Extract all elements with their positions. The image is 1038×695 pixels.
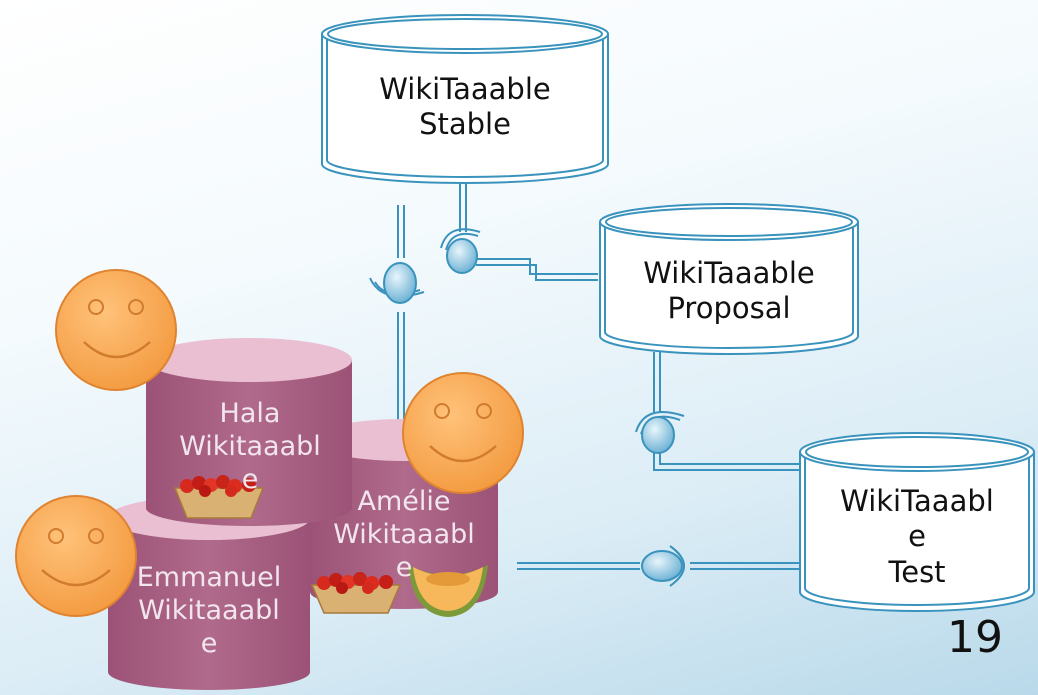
database-test <box>799 432 1035 612</box>
database-proposal <box>599 203 859 355</box>
smiley-icon <box>55 269 177 391</box>
db-label-emmanuel: Emmanuel Wikitaaabl e <box>136 562 282 659</box>
connector-socket <box>440 228 481 274</box>
connector-socket <box>641 545 685 587</box>
db-label-test: WikiTaaabl e Test <box>840 484 994 589</box>
db-label-amelie: Amélie Wikitaaabl e <box>333 486 475 583</box>
db-label-proposal: WikiTaaable Proposal <box>643 256 815 326</box>
strawberry-basket-icon <box>310 572 402 614</box>
connector-lines <box>397 175 800 570</box>
connector-socket <box>369 262 425 304</box>
db-label-stable: WikiTaaable Stable <box>379 72 551 142</box>
page-number: 19 <box>947 612 1003 663</box>
smiley-icon <box>402 372 524 494</box>
db-label-hala: Hala Wikitaaabl e <box>179 398 321 495</box>
smiley-icon <box>15 495 137 617</box>
connector-socket <box>635 411 685 454</box>
strawberry-basket-icon <box>173 475 265 519</box>
database-stable <box>321 14 609 184</box>
melon-icon <box>408 565 488 617</box>
